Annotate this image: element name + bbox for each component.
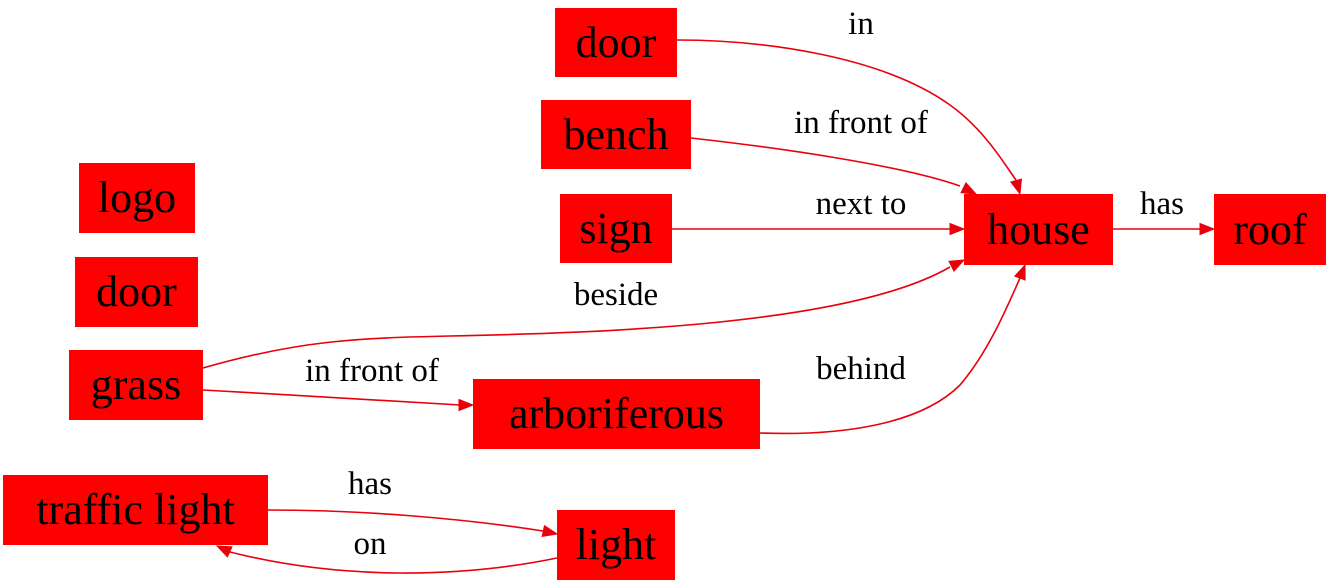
edge-bench-in-front-of-house-arrowhead — [960, 181, 978, 195]
node-roof[interactable]: roof — [1214, 194, 1326, 265]
edge-door-in-house — [676, 39, 1017, 181]
edge-grass-beside-house — [202, 266, 951, 369]
edge-grass-beside-house-arrowhead — [948, 259, 966, 273]
edge-label-grass-beside-house: beside — [573, 277, 659, 313]
node-sign[interactable]: sign — [560, 194, 672, 263]
edge-label-house-has-roof: has — [1140, 186, 1184, 222]
node-house[interactable]: house — [964, 194, 1113, 265]
edge-label-arboriferous-behind-house: behind — [816, 351, 906, 387]
node-bench[interactable]: bench — [541, 100, 691, 169]
edge-house-has-roof-arrowhead — [1199, 222, 1216, 236]
edge-traffic-light-has-light — [267, 509, 544, 532]
node-logo[interactable]: logo — [79, 163, 195, 233]
node-door-left[interactable]: door — [75, 257, 198, 327]
edge-door-in-house-arrowhead — [1010, 178, 1023, 196]
edge-label-light-on-traffic-light: on — [353, 526, 387, 562]
node-light[interactable]: light — [557, 510, 675, 580]
edge-light-on-traffic-light-arrowhead — [215, 545, 233, 558]
edge-label-traffic-light-has-light: has — [348, 466, 392, 502]
edge-grass-in-front-of-arboriferous-arrowhead — [458, 398, 475, 412]
edge-bench-in-front-of-house — [690, 137, 961, 187]
edge-label-door-in-house: in — [848, 6, 874, 42]
edge-grass-in-front-of-arboriferous — [202, 389, 461, 406]
node-door-top[interactable]: door — [555, 8, 677, 77]
node-grass[interactable]: grass — [69, 350, 203, 420]
edge-label-sign-next-to-house: next to — [815, 186, 907, 222]
edge-label-grass-in-front-of-arboriferous: in front of — [305, 353, 439, 389]
edge-arboriferous-behind-house-arrowhead — [1013, 263, 1026, 281]
edge-light-on-traffic-light — [229, 551, 558, 574]
node-arboriferous[interactable]: arboriferous — [473, 379, 760, 449]
node-traffic-light[interactable]: traffic light — [3, 475, 268, 545]
edge-traffic-light-has-light-arrowhead — [541, 524, 559, 538]
edge-sign-next-to-house-arrowhead — [949, 222, 966, 236]
edge-label-bench-in-front-of-house: in front of — [794, 105, 928, 141]
edge-arboriferous-behind-house — [759, 277, 1021, 435]
